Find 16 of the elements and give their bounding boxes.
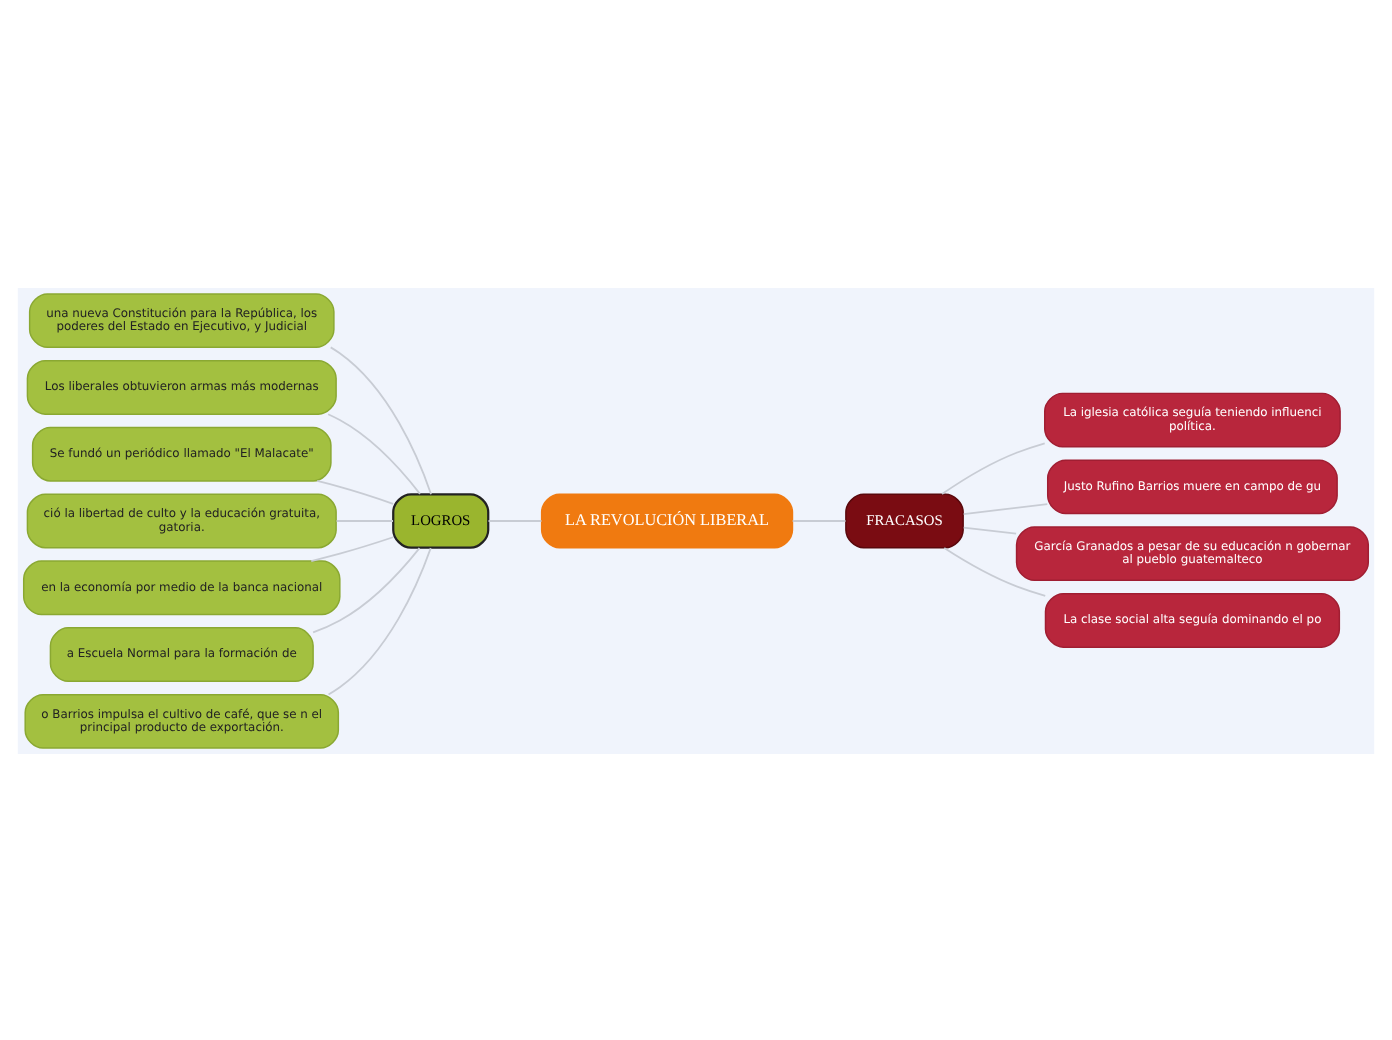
connector (316, 479, 394, 504)
connector (962, 525, 1017, 534)
connector (335, 519, 394, 521)
node-box: LOGROS (392, 492, 490, 548)
connector (487, 519, 543, 521)
connector (327, 412, 421, 494)
node-box: FRACASOS (845, 492, 964, 548)
connector (943, 546, 1047, 596)
connector (941, 441, 1046, 494)
connector (327, 546, 432, 695)
node-box: LA REVOLUCIÓN LIBERAL (540, 492, 794, 548)
connector (329, 345, 432, 495)
connector (962, 502, 1049, 514)
connector (791, 519, 847, 521)
connector (312, 546, 421, 633)
connector (310, 535, 394, 561)
